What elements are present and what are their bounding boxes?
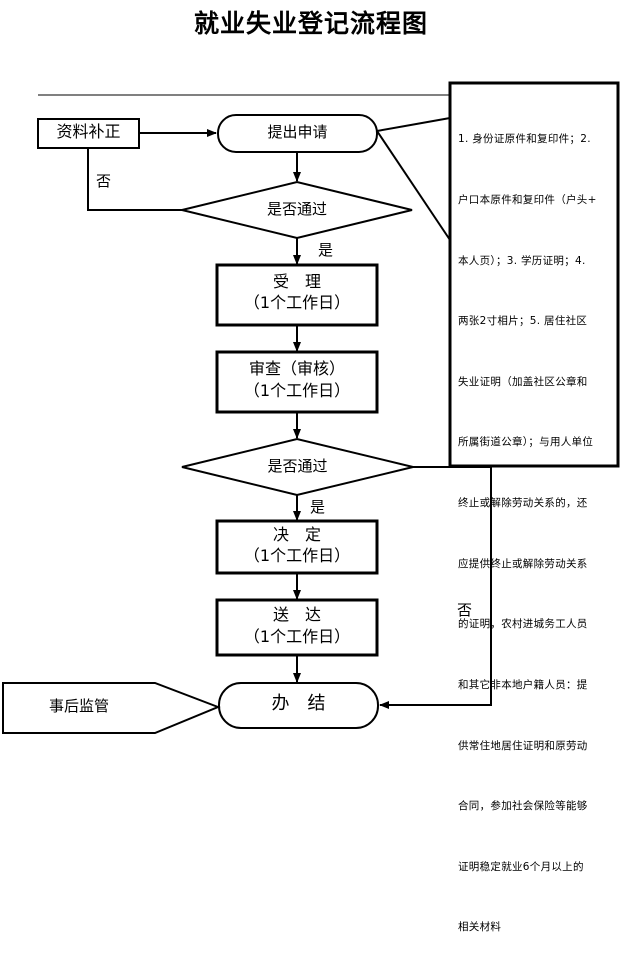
resubmit-box [37, 118, 140, 149]
callout-line-lower [376, 130, 451, 241]
supervise-label: 事后监管 [48, 697, 109, 715]
accept-title: 受 理 [272, 272, 321, 291]
callout-line-upper [376, 117, 451, 132]
materials-line: 和其它非本地户籍人员：提 [458, 678, 588, 691]
yes-label-1: 是 [318, 241, 334, 259]
decision-1-diamond [181, 180, 413, 240]
deliver-box [215, 598, 379, 657]
materials-box [448, 81, 620, 468]
materials-line: 的证明，农村进城务工人员 [458, 618, 588, 631]
no-label-top: 否 [96, 172, 112, 190]
materials-line: 供常住地居住证明和原劳动 [458, 739, 588, 752]
review-title: 审查（审核） [248, 359, 345, 378]
page-title: 就业失业登记流程图 [193, 9, 428, 38]
finish-label: 办 结 [271, 693, 326, 714]
yes-label-2: 是 [310, 498, 326, 516]
materials-line: 两张2寸相片；5. 居住社区 [458, 315, 588, 328]
decision-2-label: 是否通过 [267, 457, 328, 475]
flowchart-canvas [2, 81, 620, 734]
decide-title: 决 定 [272, 525, 321, 544]
arrow-decision2-no-to-finish [379, 466, 492, 709]
review-box [215, 350, 379, 414]
materials-line: 相关材料 [458, 921, 502, 934]
accept-subtitle: （1个工作日） [243, 293, 351, 312]
materials-line: 户口本原件和复印件（户头+ [458, 194, 597, 207]
decide-subtitle: （1个工作日） [243, 546, 351, 565]
review-subtitle: （1个工作日） [243, 381, 351, 400]
materials-text: 1. 身份证原件和复印件；2. 户口本原件和复印件（户头+ 本人页）；3. 学历… [458, 89, 616, 958]
materials-line: 所属街道公章）；与用人单位 [458, 436, 594, 449]
materials-line: 1. 身份证原件和复印件；2. [458, 133, 591, 146]
materials-line: 本人页）；3. 学历证明；4. [458, 254, 586, 267]
materials-line: 失业证明（加盖社区公章和 [458, 375, 588, 388]
materials-line: 应提供终止或解除劳动关系 [458, 557, 588, 570]
finish-terminal [218, 682, 379, 729]
no-label-right: 否 [457, 601, 473, 619]
materials-line: 终止或解除劳动关系的，还 [458, 497, 588, 510]
resubmit-label: 资料补正 [56, 122, 121, 141]
decision-1-label: 是否通过 [266, 200, 327, 218]
materials-line: 证明稳定就业6个月以上的 [458, 860, 584, 873]
materials-line: 合同，参加社会保险等能够 [458, 800, 588, 813]
deliver-title: 送 达 [272, 605, 321, 624]
line-decision1-no [87, 148, 182, 211]
supervise-box [2, 682, 221, 734]
deliver-subtitle: （1个工作日） [243, 627, 351, 646]
apply-label: 提出申请 [267, 123, 328, 141]
